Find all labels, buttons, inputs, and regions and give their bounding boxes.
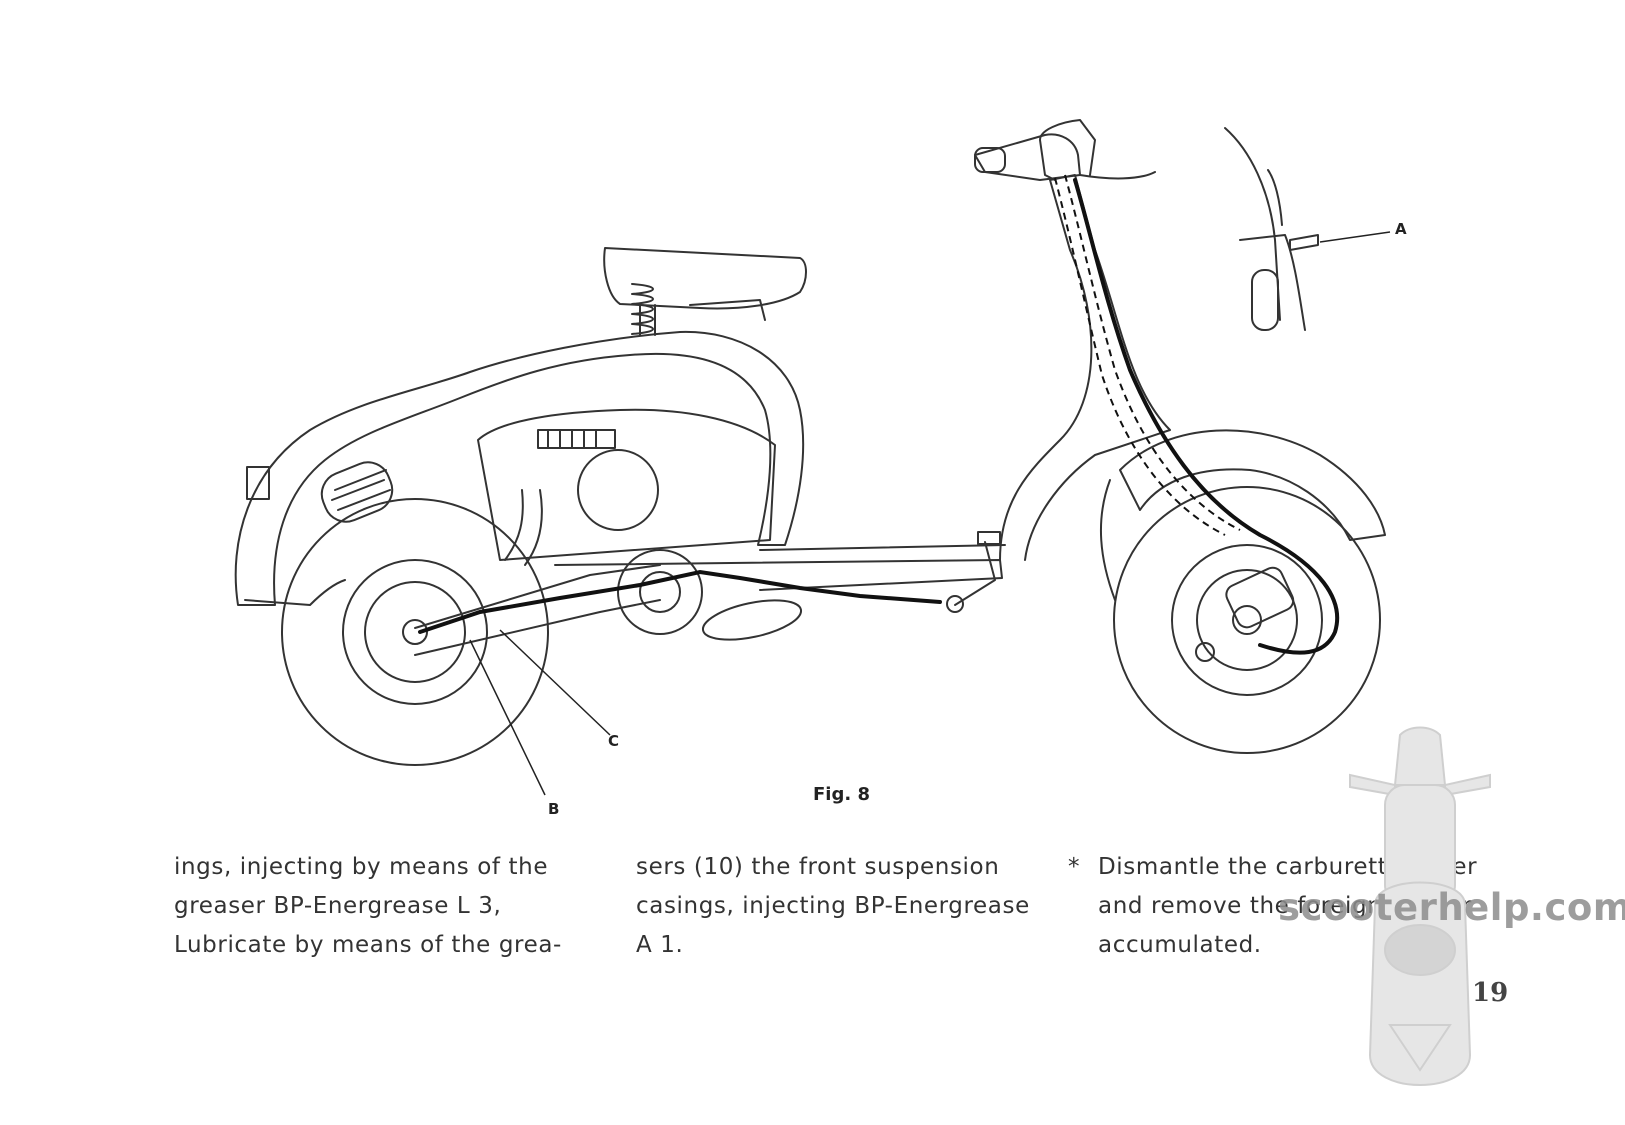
- text-line: sers (10) the front suspension: [636, 854, 1000, 880]
- text-line: ings, injecting by means of the: [174, 854, 549, 880]
- text-column-1: ings, injecting by means of the greaser …: [174, 848, 562, 965]
- watermark-text: scooterhelp.com: [1278, 886, 1625, 929]
- figure-caption: Fig. 8: [813, 784, 870, 805]
- seat: [603, 247, 807, 310]
- text-line: greaser BP-Energrease L 3,: [174, 893, 502, 919]
- leader-c: [499, 629, 611, 736]
- front-brake-cable: [1073, 178, 1340, 655]
- rear-brake-drum: [342, 559, 488, 705]
- leader-b: [469, 639, 546, 796]
- label-a: A: [1395, 220, 1407, 238]
- watermark-scooter-logo: [1349, 726, 1491, 1086]
- page-number: 19: [1472, 978, 1509, 1008]
- label-b: B: [548, 800, 560, 818]
- leg-shield: [999, 174, 1171, 561]
- rear-brake-cable: [418, 569, 942, 634]
- front-brake-drum: [1171, 544, 1323, 696]
- swing-arm: [414, 564, 661, 656]
- engine: [477, 408, 776, 561]
- cowl-vent: [320, 461, 394, 523]
- floorboard: [554, 559, 1003, 591]
- rear-cowl: [234, 330, 805, 606]
- text-line: accumulated.: [1098, 932, 1262, 958]
- text-line: casings, injecting BP-Energrease: [636, 893, 1030, 919]
- text-line: Lubricate by means of the grea-: [174, 932, 562, 958]
- front-wheel: [1113, 486, 1381, 754]
- rear-wheel: [281, 498, 549, 766]
- front-fender: [1119, 429, 1386, 541]
- bullet-asterisk: *: [1068, 854, 1081, 880]
- text-line: A 1.: [636, 932, 684, 958]
- leader-a: [1319, 231, 1391, 243]
- handlebar: [974, 133, 1081, 181]
- muffler: [701, 599, 803, 641]
- inset-detail: [1224, 127, 1306, 331]
- label-c: C: [608, 732, 620, 750]
- cylinder-head: [577, 449, 659, 531]
- text-column-2: sers (10) the front suspension casings, …: [636, 848, 1030, 965]
